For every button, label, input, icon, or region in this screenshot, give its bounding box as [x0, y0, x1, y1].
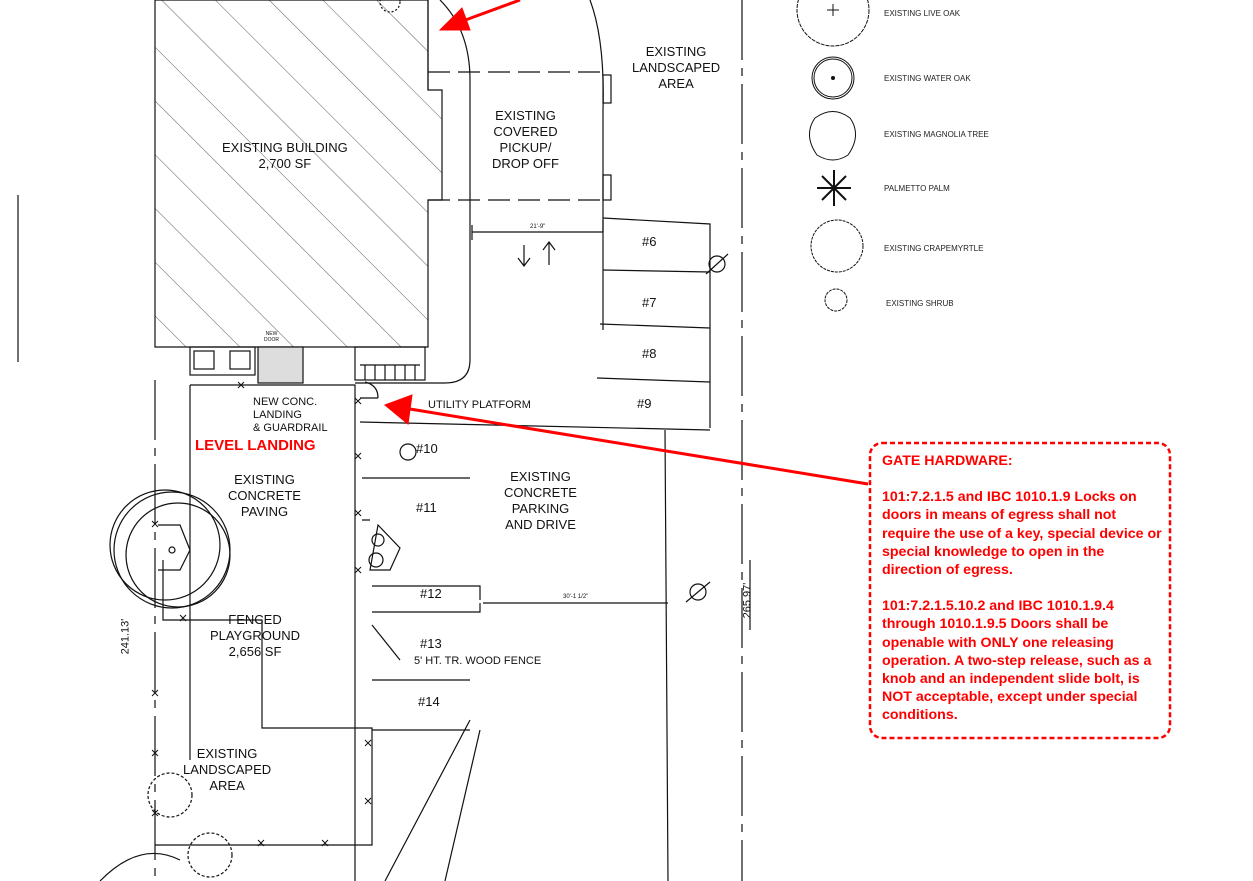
- callout-title: GATE HARDWARE:: [882, 453, 1013, 469]
- legend-label: PALMETTO PALM: [884, 184, 950, 193]
- crapemyrtle-icon: [810, 219, 864, 273]
- utility-platform-label: UTILITY PLATFORM: [428, 399, 531, 411]
- live-oak-icon: [796, 0, 870, 47]
- stall-label: #8: [642, 346, 657, 361]
- dimension-right: 265.97': [741, 582, 754, 619]
- dimension-mid: 30'-1 1/2": [563, 594, 589, 600]
- legend-label: EXISTING WATER OAK: [884, 74, 971, 83]
- gate-hardware-callout: GATE HARDWARE: 101:7.2.1.5 and IBC 1010.…: [882, 452, 1167, 743]
- legend-label: EXISTING SHRUB: [886, 299, 954, 308]
- stall-label: #6: [642, 234, 657, 249]
- existing-building: [154, 0, 443, 348]
- palmetto-icon: [817, 170, 851, 206]
- stall-label: #14: [418, 694, 440, 709]
- legend-label: EXISTING CRAPEMYRTLE: [884, 244, 984, 253]
- callout-cloud: [868, 441, 1172, 740]
- stall-label: #11: [416, 500, 437, 515]
- dimension-left: 241.13': [119, 618, 132, 655]
- callout-paragraph-2: 101:7.2.1.5.10.2 and IBC 1010.1.9.4 thro…: [882, 598, 1152, 724]
- shrub-icon: [824, 288, 848, 312]
- stall-label: #10: [416, 441, 438, 456]
- legend-label: EXISTING LIVE OAK: [884, 9, 961, 18]
- magnolia-icon: [809, 111, 856, 161]
- stall-label: #7: [642, 295, 657, 310]
- dimension-top: 21'-9": [530, 224, 546, 230]
- stall-label: #9: [637, 396, 652, 411]
- stall-label: #13: [420, 636, 442, 651]
- stall-label: #12: [420, 586, 442, 601]
- new-landing-label: NEW CONC.LANDING& GUARDRAIL: [253, 396, 328, 434]
- callout-paragraph-1: 101:7.2.1.5 and IBC 1010.1.9 Locks on do…: [882, 489, 1162, 579]
- level-landing-label: LEVEL LANDING: [195, 437, 316, 454]
- water-oak-icon: [811, 56, 855, 100]
- fence-label: 5' HT. TR. WOOD FENCE: [414, 655, 542, 667]
- legend-label: EXISTING MAGNOLIA TREE: [884, 130, 989, 139]
